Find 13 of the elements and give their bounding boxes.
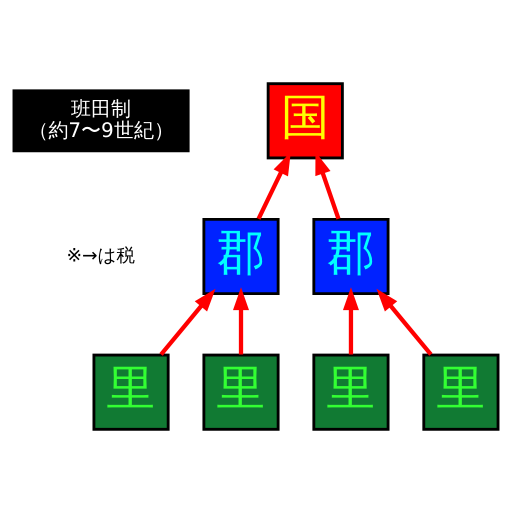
- node-box: 班田制 （約7〜9世紀）: [12, 88, 190, 152]
- arrow: [342, 286, 359, 354]
- node-box: 里: [202, 353, 280, 430]
- node-box: 里: [312, 353, 390, 430]
- node-box: 里: [422, 353, 500, 430]
- arrow: [159, 288, 216, 356]
- node-box: 郡: [312, 217, 390, 295]
- node-box: 国: [266, 82, 344, 159]
- node-box: 郡: [202, 217, 280, 295]
- arrow: [233, 286, 250, 354]
- arrow: [376, 288, 433, 356]
- node-box: 里: [92, 353, 170, 430]
- label: ※→は税: [66, 244, 136, 266]
